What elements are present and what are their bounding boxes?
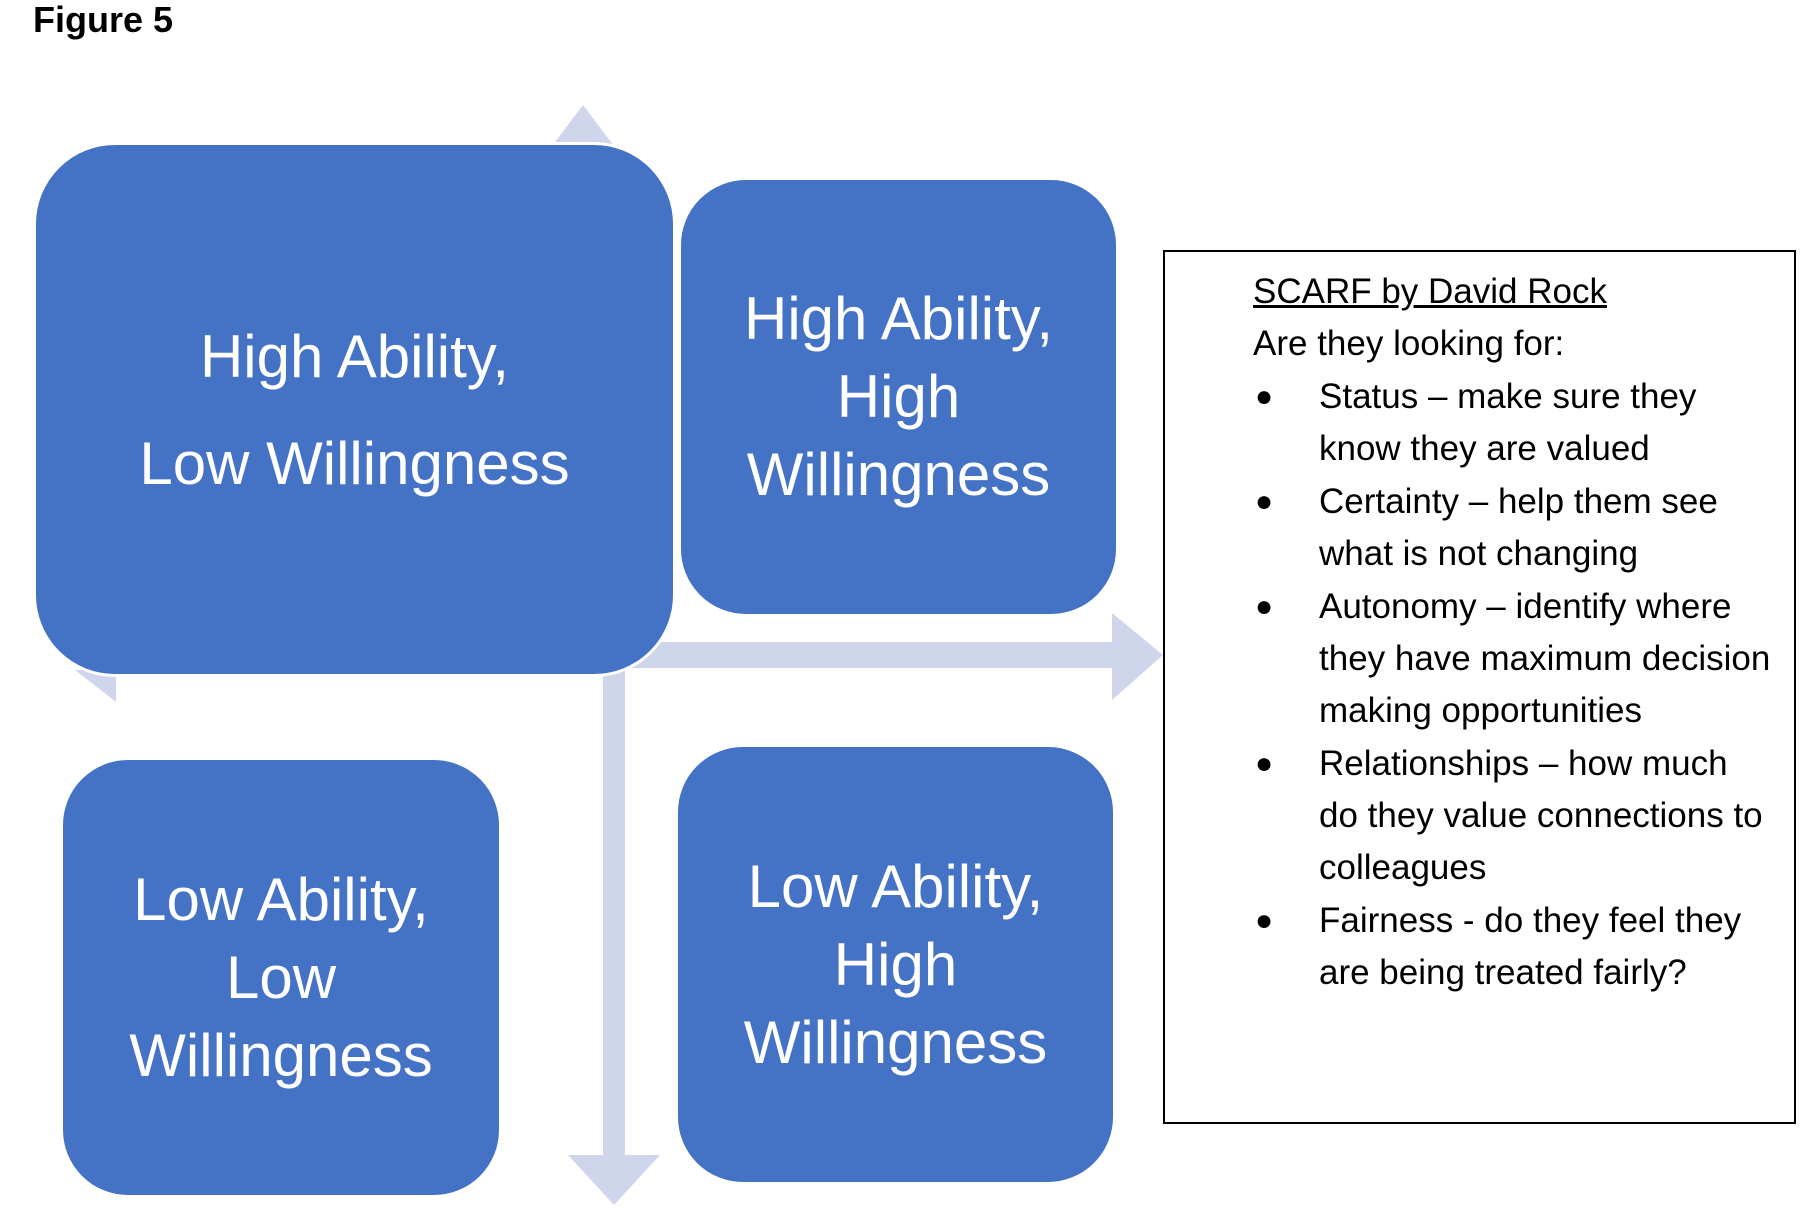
scarf-intro: Are they looking for: [1253, 324, 1565, 363]
bullet-icon: ● [1255, 590, 1274, 623]
quadrant-low-ability-high-willingness: Low Ability, High Willingness [675, 744, 1116, 1185]
figure-label: Figure 5 [33, 0, 174, 40]
bullet-icon: ● [1255, 485, 1274, 518]
scarf-item-autonomy: ● Autonomy – identify where they have ma… [1253, 581, 1774, 737]
quadrant-high-ability-low-willingness: High Ability, Low Willingness [33, 142, 676, 677]
bullet-icon: ● [1255, 380, 1274, 413]
scarf-item-certainty: ● Certainty – help them see what is not … [1253, 476, 1774, 580]
bullet-icon: ● [1255, 904, 1274, 937]
scarf-item-fairness: ● Fairness - do they feel they are being… [1253, 895, 1774, 999]
quadrant-label: Low Ability, Low Willingness [129, 865, 433, 1089]
horizontal-axis-arrow [75, 613, 1163, 702]
scarf-item-relationships: ● Relationships – how much do they value… [1253, 738, 1774, 894]
scarf-item-text: Fairness - do they feel they are being t… [1319, 901, 1742, 992]
bullet-icon: ● [1255, 747, 1274, 780]
quadrant-low-ability-low-willingness: Low Ability, Low Willingness [60, 757, 502, 1198]
quadrant-high-ability-high-willingness: High Ability, High Willingness [678, 177, 1119, 617]
scarf-title: SCARF by David Rock [1253, 272, 1607, 311]
scarf-item-text: Certainty – help them see what is not ch… [1319, 482, 1718, 573]
scarf-item-text: Status – make sure they know they are va… [1319, 377, 1697, 468]
quadrant-label: High Ability, High Willingness [743, 285, 1054, 508]
scarf-text-box: SCARF by David Rock Are they looking for… [1163, 250, 1796, 1124]
quadrant-label: High Ability, Low Willingness [139, 322, 570, 497]
scarf-item-text: Relationships – how much do they value c… [1319, 744, 1763, 887]
scarf-item-text: Autonomy – identify where they have maxi… [1319, 587, 1771, 730]
scarf-item-status: ● Status – make sure they know they are … [1253, 371, 1774, 475]
vertical-axis-arrow [546, 105, 660, 1205]
quadrant-label: Low Ability, High Willingness [743, 852, 1048, 1076]
scarf-list: ● Status – make sure they know they are … [1253, 371, 1774, 999]
